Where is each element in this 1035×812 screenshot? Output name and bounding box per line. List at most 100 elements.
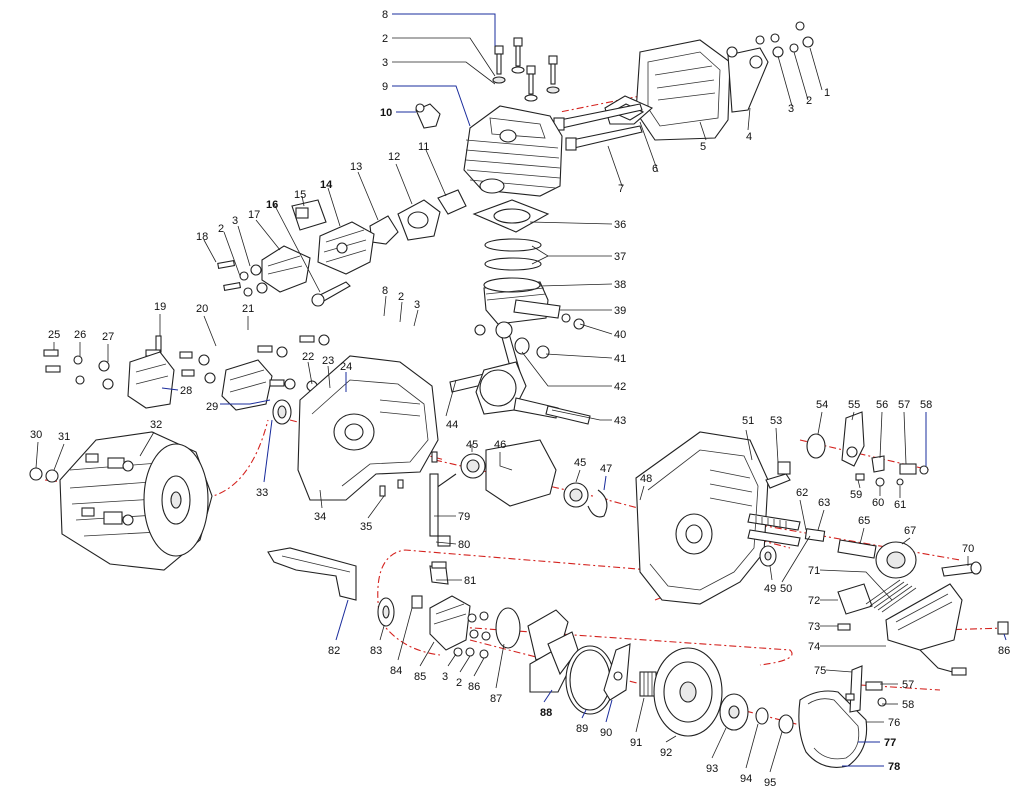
callout-28: 28 xyxy=(180,385,192,397)
callout-86-pump: 86 xyxy=(468,681,480,693)
callout-9: 9 xyxy=(382,81,388,93)
callout-72: 72 xyxy=(808,595,820,607)
callout-90: 90 xyxy=(600,727,612,739)
oil-pump xyxy=(411,595,491,659)
screws-left xyxy=(43,349,216,390)
callout-74: 74 xyxy=(808,641,820,653)
callout-3-pump: 3 xyxy=(442,671,448,683)
handle-bracket xyxy=(127,351,175,409)
callout-31: 31 xyxy=(58,431,70,443)
callout-10: 10 xyxy=(380,107,392,119)
muffler-bolts xyxy=(553,103,643,151)
callout-34: 34 xyxy=(314,511,326,523)
callout-82: 82 xyxy=(328,645,340,657)
callout-3-mid: 3 xyxy=(414,299,420,311)
decompression-valve xyxy=(415,103,441,129)
callout-86-right: 86 xyxy=(998,645,1010,657)
callout-3-intake: 3 xyxy=(232,215,238,227)
callout-13: 13 xyxy=(350,161,362,173)
flywheel-nut xyxy=(29,467,59,483)
dowel-pins xyxy=(379,451,438,497)
brake-lever-small xyxy=(845,665,887,713)
oil-hose xyxy=(941,561,982,577)
callout-49: 49 xyxy=(764,583,776,595)
spring-and-sleeve xyxy=(837,579,917,631)
callout-3-muffler: 3 xyxy=(788,103,794,115)
callout-19: 19 xyxy=(154,301,166,313)
callout-83: 83 xyxy=(370,645,382,657)
callout-33: 33 xyxy=(256,487,268,499)
intake-gaskets xyxy=(369,189,467,245)
crankshaft xyxy=(449,361,591,425)
callout-60: 60 xyxy=(872,497,884,509)
callout-77: 77 xyxy=(884,737,896,749)
callout-85: 85 xyxy=(414,671,426,683)
crankcase-left xyxy=(297,355,439,501)
callout-1: 1 xyxy=(824,87,830,99)
callout-41: 41 xyxy=(614,353,626,365)
air-filter-holder xyxy=(261,245,311,293)
leader-lines xyxy=(35,13,1007,773)
fuel-pump xyxy=(291,199,327,231)
lower-frame xyxy=(267,547,357,601)
callout-81: 81 xyxy=(464,575,476,587)
callout-70: 70 xyxy=(962,543,974,555)
callout-65: 65 xyxy=(858,515,870,527)
callout-62: 62 xyxy=(796,487,808,499)
callout-14: 14 xyxy=(320,179,333,191)
crankcase-right xyxy=(635,431,769,605)
callout-92: 92 xyxy=(660,747,672,759)
clutch-drum-shaft xyxy=(837,539,917,579)
worm-gear xyxy=(377,597,395,627)
callout-36: 36 xyxy=(614,219,626,231)
callout-38: 38 xyxy=(614,279,626,291)
cover-bolt xyxy=(997,621,1009,635)
callout-95: 95 xyxy=(764,777,776,789)
callout-94: 94 xyxy=(740,773,752,785)
callout-42: 42 xyxy=(614,381,626,393)
clutch-bearing xyxy=(759,545,777,567)
callout-30: 30 xyxy=(30,429,42,441)
callout-27: 27 xyxy=(102,331,114,343)
callout-2-pump: 2 xyxy=(456,677,462,689)
callout-80: 80 xyxy=(458,539,470,551)
callout-29: 29 xyxy=(206,401,218,413)
callout-79: 79 xyxy=(458,511,470,523)
callout-6: 6 xyxy=(652,163,658,175)
cylinder-bolts xyxy=(492,37,560,102)
callout-50: 50 xyxy=(780,583,792,595)
callout-51: 51 xyxy=(742,415,754,427)
callout-15: 15 xyxy=(294,189,306,201)
crankcase-gasket xyxy=(485,439,557,507)
seal-left xyxy=(272,399,292,425)
callout-37: 37 xyxy=(614,251,626,263)
callout-5: 5 xyxy=(700,141,706,153)
callout-47: 47 xyxy=(600,463,612,475)
callout-8-mid: 8 xyxy=(382,285,388,297)
connecting-rod xyxy=(474,321,550,375)
callout-67: 67 xyxy=(904,525,916,537)
callout-57-bottom: 57 xyxy=(902,679,914,691)
callout-91: 91 xyxy=(630,737,642,749)
callout-25: 25 xyxy=(48,329,60,341)
callout-26: 26 xyxy=(74,329,86,341)
callout-73: 73 xyxy=(808,621,820,633)
callout-20: 20 xyxy=(196,303,208,315)
starter-pawls xyxy=(81,453,134,526)
chain-cover-rail xyxy=(885,583,967,676)
callout-18: 18 xyxy=(196,231,208,243)
callout-48: 48 xyxy=(640,473,652,485)
callout-55: 55 xyxy=(848,399,860,411)
crank-bearings xyxy=(460,453,608,518)
callout-59: 59 xyxy=(850,489,862,501)
flywheel xyxy=(59,431,213,571)
callout-57-top: 57 xyxy=(898,399,910,411)
tensioner-bolt xyxy=(765,461,791,489)
callout-32: 32 xyxy=(150,419,162,431)
callout-7: 7 xyxy=(618,183,624,195)
callout-22: 22 xyxy=(302,351,314,363)
callout-43: 43 xyxy=(614,415,626,427)
callout-2-mid: 2 xyxy=(398,291,404,303)
choke-rod xyxy=(311,281,351,307)
